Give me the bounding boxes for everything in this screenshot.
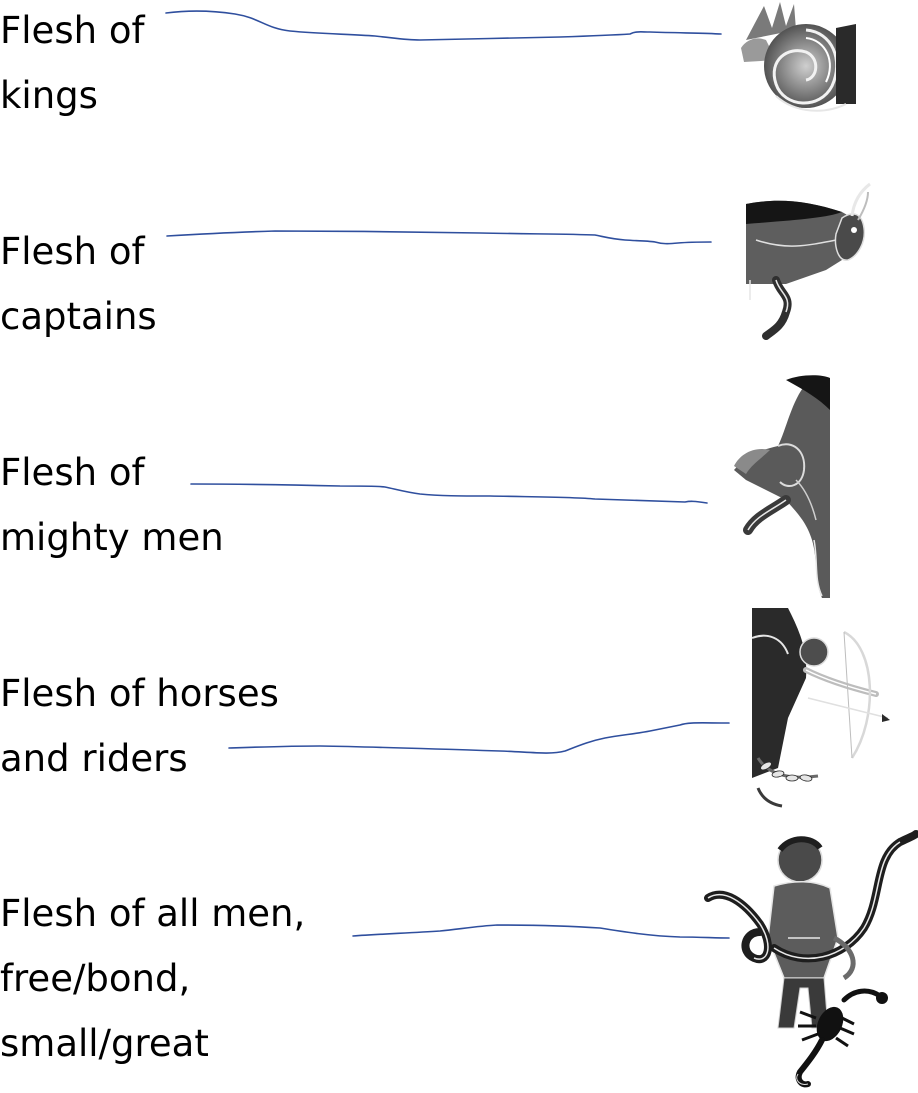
label-all-men: Flesh of all men, free/bond, small/great: [0, 881, 305, 1076]
label-line: Flesh of: [0, 451, 145, 494]
label-line: captains: [0, 295, 157, 338]
label-mighty-men: Flesh of mighty men: [0, 440, 224, 570]
connector-line-mighty-men: [190, 483, 708, 504]
aries-ram-icon: [726, 370, 836, 600]
connector-line-all-men: [352, 924, 730, 939]
ophiuchus-serpent-bearer-scorpion-icon: [704, 828, 918, 1089]
label-line: kings: [0, 74, 98, 117]
aries-ram-drawing: [734, 375, 830, 598]
connector-line-captains: [166, 230, 712, 245]
label-captains: Flesh of captains: [0, 219, 157, 349]
label-line: Flesh of: [0, 9, 145, 52]
taurus-bull-icon: [746, 180, 872, 340]
taurus-bull-drawing: [746, 182, 871, 340]
label-kings: Flesh of kings: [0, 0, 144, 128]
label-line: small/great: [0, 1022, 209, 1065]
sagittarius-archer-drawing: [751, 608, 890, 808]
capricorn-goat-fish-drawing: [741, 2, 856, 112]
label-line: Flesh of horses: [0, 672, 279, 715]
connector-line-kings: [165, 10, 722, 41]
label-line: free/bond,: [0, 957, 191, 1000]
connector-line-horses-riders: [228, 722, 730, 754]
label-line: and riders: [0, 737, 188, 780]
label-horses-riders: Flesh of horses and riders: [0, 661, 279, 791]
ophiuchus-serpent-bearer-scorpion-drawing: [704, 830, 918, 1088]
label-line: Flesh of all men,: [0, 892, 306, 935]
scorpion-shape: [795, 988, 888, 1088]
capricorn-goat-fish-icon: [736, 0, 856, 120]
label-line: Flesh of: [0, 230, 145, 273]
sagittarius-archer-icon: [748, 608, 892, 808]
label-line: mighty men: [0, 516, 224, 559]
